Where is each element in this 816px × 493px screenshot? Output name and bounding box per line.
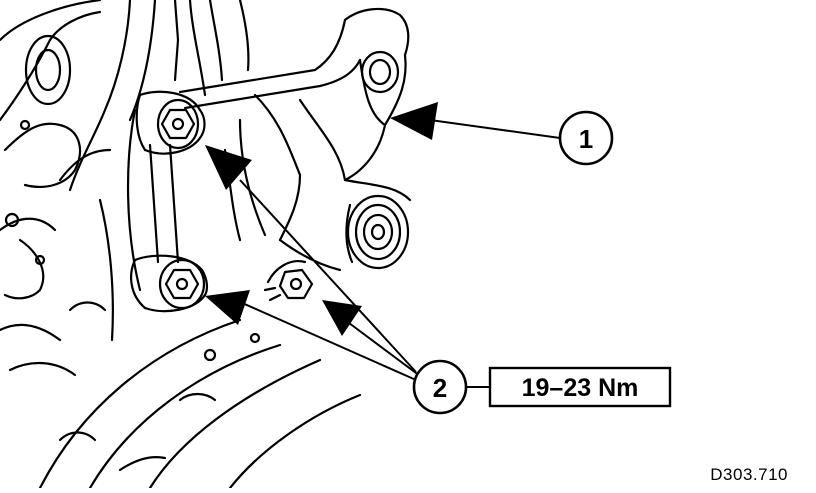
leader-line-1: [429, 119, 561, 139]
leader-line-2b: [239, 301, 417, 381]
arrowhead-2c: [322, 300, 362, 336]
lower-rail: [38, 318, 362, 490]
torque-spec: 19–23 Nm: [488, 366, 672, 408]
link-rod: [126, 108, 180, 292]
idler-pulley: [345, 194, 410, 270]
figure-reference-code: D303.710: [710, 465, 788, 484]
leader-lines: [239, 119, 561, 388]
upper-bushing: [135, 90, 206, 155]
arrowhead-2b: [205, 290, 250, 325]
leader-line-2c: [344, 319, 421, 377]
callout-2-label: 2: [433, 373, 447, 403]
bracket-arm: [178, 7, 412, 272]
lower-bushing: [130, 254, 209, 313]
leader-line-2a: [239, 179, 417, 373]
arrowhead-2a: [205, 145, 252, 190]
callout-1: 1: [558, 110, 614, 166]
torque-spec-value: 19–23 Nm: [522, 374, 639, 402]
arrowheads: [205, 102, 438, 336]
third-bolt: [263, 260, 314, 302]
callout-2: 2: [412, 359, 468, 415]
engine-block: [0, 0, 250, 377]
torque-spec-box: [488, 366, 672, 408]
callout-1-label: 1: [579, 124, 593, 154]
arrowhead-1: [390, 102, 438, 140]
